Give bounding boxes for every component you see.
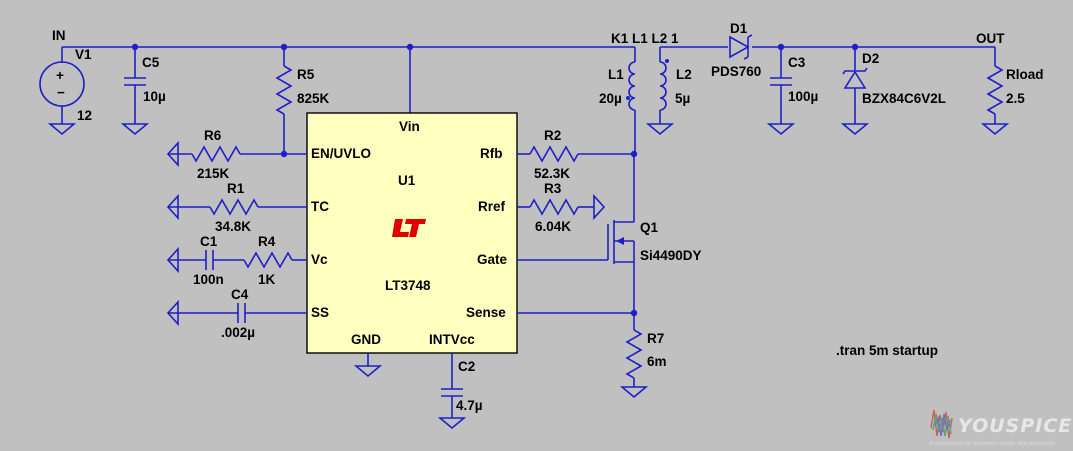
r7-value: 6m (647, 354, 667, 369)
v1-ref: V1 (75, 47, 92, 62)
capacitor-c4[interactable] (166, 299, 307, 327)
pin-gnd: GND (351, 332, 381, 347)
ground-symbol (47, 122, 77, 136)
watermark-brand: YOUSPICE (958, 415, 1072, 437)
c3-value: 100µ (788, 89, 818, 104)
ic-part: LT3748 (385, 278, 431, 293)
plus-sign: + (56, 68, 64, 83)
pin-intvcc: INTVcc (429, 332, 475, 347)
r1-ref: R1 (227, 181, 245, 196)
mosfet-q1[interactable] (517, 154, 635, 313)
pin-ss: SS (311, 305, 329, 320)
pin-vin: Vin (399, 119, 420, 134)
net-label-out: OUT (976, 31, 1005, 46)
pin-rref: Rref (478, 199, 506, 214)
rload-value: 2.5 (1006, 91, 1025, 106)
d2-ref: D2 (862, 51, 879, 66)
rload-ref: Rload (1006, 67, 1044, 82)
r7-ref: R7 (647, 331, 664, 346)
net-label-in: IN (52, 28, 66, 43)
resistor-r6[interactable] (166, 140, 307, 168)
pin-sense: Sense (466, 305, 506, 320)
c4-value: .002µ (221, 325, 255, 340)
r4-value: 1K (258, 272, 276, 287)
l2-ref: L2 (676, 67, 692, 82)
resistor-r4[interactable] (243, 251, 293, 269)
c3-ref: C3 (788, 55, 806, 70)
inductor-l1[interactable] (626, 47, 636, 154)
d1-value: PDS760 (711, 64, 761, 79)
watermark-tagline: A community for electronic design and si… (930, 441, 1055, 447)
c5-value: 10µ (143, 89, 166, 104)
pin-en-uvlo: EN/UVLO (311, 146, 371, 161)
resistor-r7[interactable] (517, 312, 649, 399)
lt-logo (392, 219, 426, 237)
r5-value: 825K (297, 91, 330, 106)
resistor-rload[interactable] (980, 47, 1010, 136)
capacitor-c2[interactable] (437, 353, 467, 430)
resistor-r2[interactable] (517, 145, 634, 163)
r3-value: 6.04K (535, 219, 571, 234)
c4-ref: C4 (231, 287, 249, 302)
v1-value: 12 (77, 108, 92, 123)
pin-gate: Gate (477, 252, 508, 267)
minus-sign: − (57, 85, 65, 100)
l2-value: 5µ (675, 91, 690, 106)
c2-ref: C2 (458, 359, 475, 374)
coupling-directive: K1 L1 L2 1 (611, 31, 679, 46)
d1-ref: D1 (730, 21, 748, 36)
r5-ref: R5 (297, 67, 315, 82)
ic-ref: U1 (398, 173, 416, 188)
c1-ref: C1 (200, 234, 218, 249)
c1-value: 100n (193, 272, 224, 287)
r3-ref: R3 (544, 181, 562, 196)
in-rail-wire (61, 46, 635, 122)
junction-dot (630, 309, 638, 317)
ic-lt3748[interactable] (306, 112, 518, 354)
pin-rfb: Rfb (480, 146, 503, 161)
d2-value: BZX84C6V2L (862, 91, 946, 106)
capacitor-c1[interactable] (205, 250, 214, 270)
r6-value: 215K (197, 166, 230, 181)
ground-symbol (353, 353, 383, 378)
c2-value: 4.7µ (456, 398, 483, 413)
c5-ref: C5 (142, 55, 160, 70)
capacitor-c3[interactable] (766, 47, 796, 136)
waveform-logo-icon (930, 409, 953, 439)
resistor-r1[interactable] (166, 193, 307, 221)
capacitor-c5[interactable] (120, 47, 150, 136)
r2-value: 52.3K (534, 166, 570, 181)
r1-value: 34.8K (215, 219, 251, 234)
q1-ref: Q1 (640, 220, 659, 235)
resistor-r3[interactable] (517, 193, 606, 221)
r6-ref: R6 (204, 128, 222, 143)
resistor-r5[interactable] (275, 47, 293, 154)
voltage-source-v1[interactable]: + − (39, 60, 85, 108)
youspice-watermark: YOUSPICE A community for electronic desi… (930, 409, 1072, 447)
diode-d1[interactable] (729, 34, 753, 60)
pin-vc: Vc (311, 252, 328, 267)
q1-value: Si4490DY (640, 248, 702, 263)
spice-directive: .tran 5m startup (836, 343, 938, 358)
l1-value: 20µ (599, 91, 622, 106)
pin-tc: TC (311, 199, 329, 214)
inductor-l2[interactable] (645, 47, 675, 136)
r2-ref: R2 (544, 128, 561, 143)
l1-ref: L1 (608, 67, 624, 82)
r4-ref: R4 (258, 234, 276, 249)
zener-diode-d2[interactable] (840, 47, 870, 136)
vc-network (166, 246, 307, 274)
